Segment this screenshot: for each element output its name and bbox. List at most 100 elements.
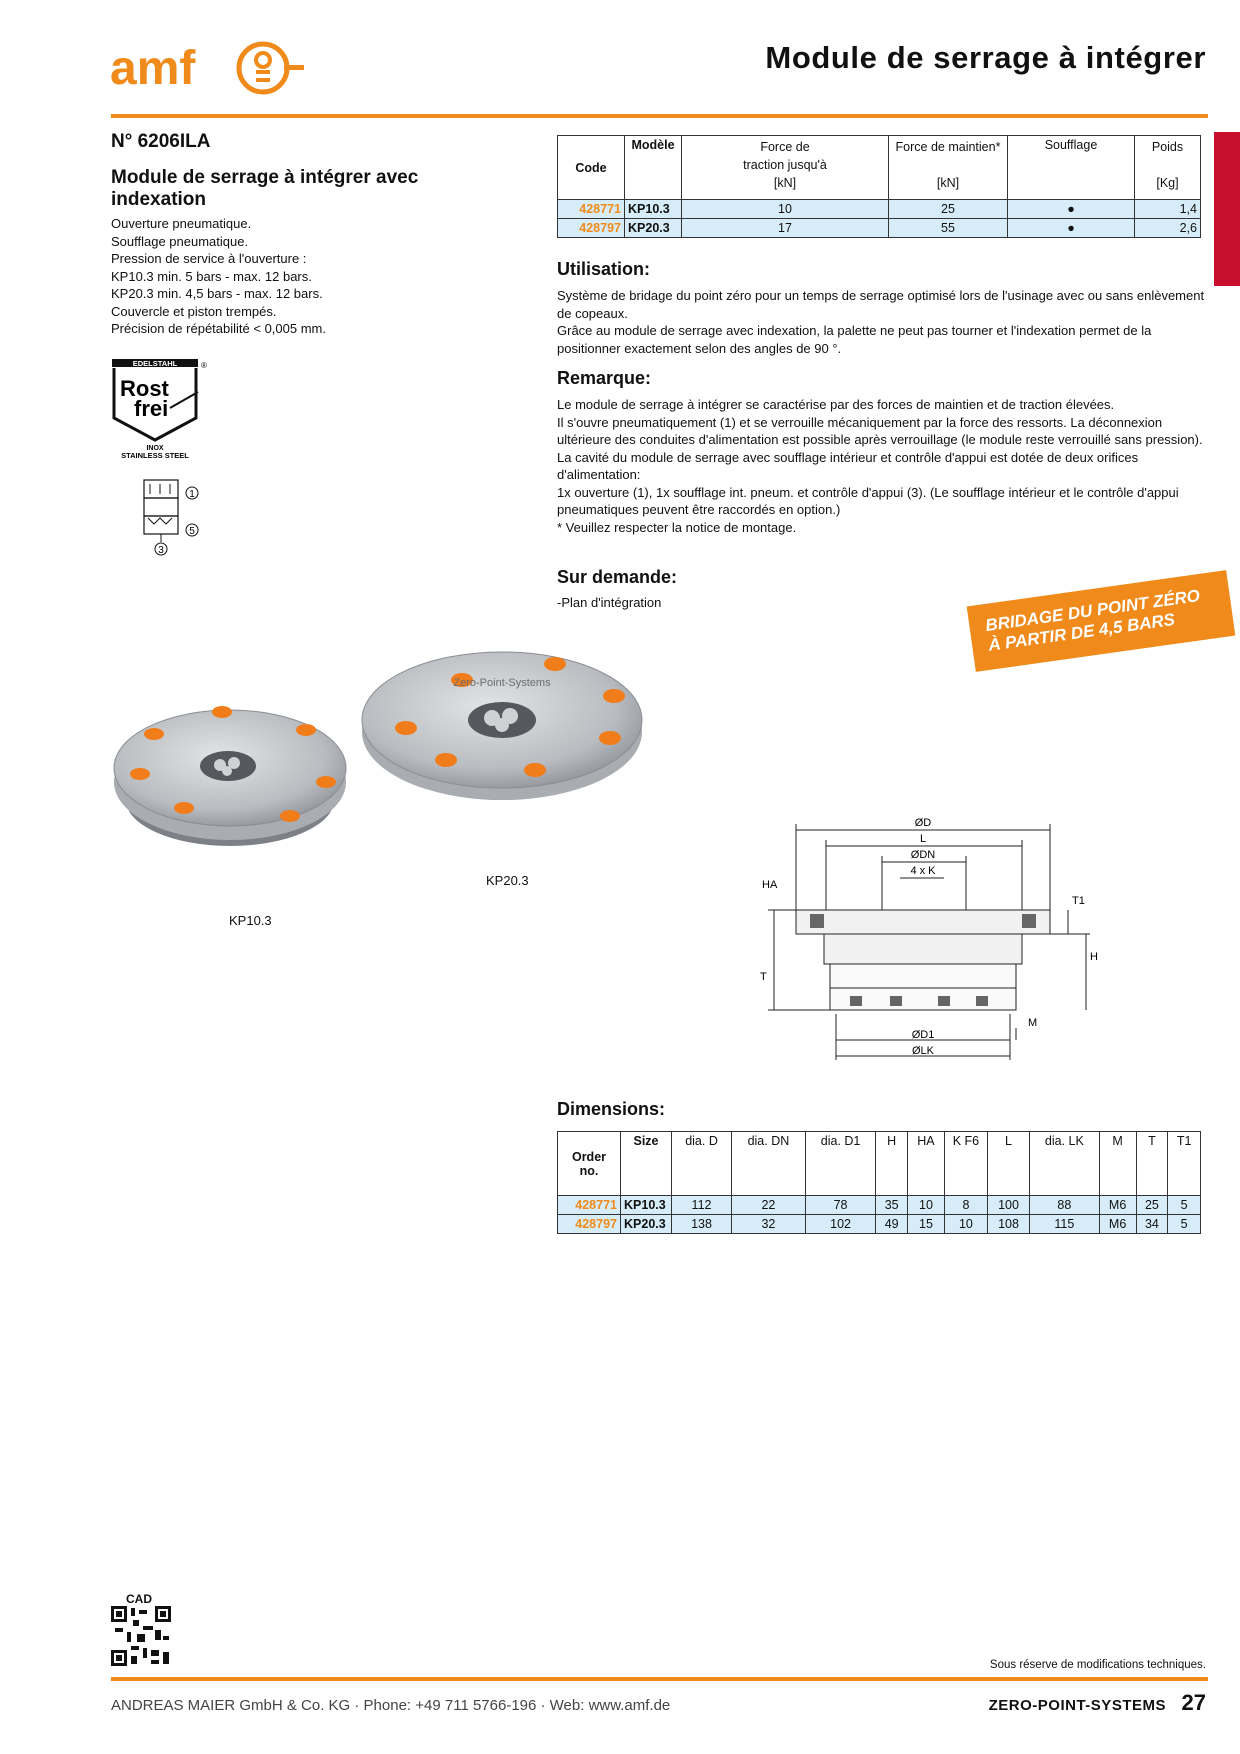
cell: 5 [1167, 1195, 1201, 1215]
remark-paragraph: Le module de serrage à intégrer se carac… [557, 397, 1115, 412]
cell: 32 [731, 1214, 806, 1234]
table-row: 428771 KP10.3 112 22 78 35 10 8 100 88 M… [557, 1195, 1201, 1215]
usage-text: Système de bridage du point zéro pour un… [557, 287, 1207, 357]
cell: 100 [986, 1195, 1031, 1215]
cell: 112 [670, 1195, 733, 1215]
product-subtitle: Module de serrage à intégrer avec indexa… [111, 167, 419, 210]
svg-text:EDELSTAHL: EDELSTAHL [133, 359, 178, 368]
col-t1: T1 [1167, 1131, 1201, 1196]
product-photo: Zero-Point-Systems [110, 640, 650, 900]
row-code[interactable]: 428797 [557, 1214, 621, 1234]
product-number: N° 6206ILA [111, 131, 211, 152]
col-code: Code [557, 135, 625, 200]
svg-text:T1: T1 [1072, 895, 1085, 907]
svg-text:M: M [1028, 1017, 1037, 1029]
spec-table: Code Modèle Force de traction jusqu'à [k… [557, 135, 1201, 238]
footer-rule [111, 1677, 1208, 1681]
pneumatic-schematic-icon: 1 5 3 [140, 478, 210, 558]
svg-text:STAINLESS STEEL: STAINLESS STEEL [121, 451, 189, 460]
col-weight: Poids [Kg] [1134, 135, 1201, 200]
row-model: KP10.3 [624, 199, 682, 219]
cad-qr-code[interactable] [111, 1606, 171, 1666]
col-size: Size [620, 1131, 672, 1196]
section-name: ZERO-POINT-SYSTEMS [988, 1697, 1166, 1714]
col-dia-d: dia. D [670, 1131, 733, 1196]
cell: 138 [670, 1214, 733, 1234]
page-number: 27 [1181, 1690, 1206, 1715]
row-code[interactable]: 428797 [557, 218, 625, 238]
hold-label: Force de maintien* [895, 140, 1001, 154]
cell: 10 [943, 1214, 988, 1234]
svg-text:5: 5 [189, 526, 195, 537]
remark-text: Le module de serrage à intégrer se carac… [557, 396, 1207, 536]
col-l: L [986, 1131, 1031, 1196]
col-dia-lk: dia. LK [1029, 1131, 1100, 1196]
on-demand-title: Sur demande: [557, 567, 678, 587]
force-unit: [kN] [773, 176, 797, 190]
col-hold: Force de maintien* [kN] [888, 135, 1008, 200]
cell: 22 [731, 1195, 806, 1215]
usage-paragraph: Système de bridage du point zéro pour un… [557, 288, 1205, 321]
row-code[interactable]: 428771 [557, 199, 625, 219]
row-hold: 55 [888, 218, 1008, 238]
row-blow: ● [1007, 199, 1135, 219]
remark-paragraph: Il s'ouvre pneumatiquement (1) et se ver… [557, 414, 1203, 448]
dimensions-title: Dimensions: [557, 1099, 666, 1119]
col-m: M [1098, 1131, 1137, 1196]
table-row: 428771 KP10.3 10 25 ● 1,4 [557, 199, 1201, 219]
svg-text:ØDN: ØDN [911, 849, 936, 861]
force-label-a: Force de [760, 140, 810, 154]
svg-text:ØD1: ØD1 [912, 1029, 935, 1041]
feature-item: KP20.3 min. 4,5 bars - max. 12 bars. [111, 286, 323, 301]
cell: 102 [804, 1214, 877, 1234]
page-title: Module de serrage à intégrer [765, 40, 1206, 75]
remark-paragraph: * Veuillez respecter la notice de montag… [557, 519, 797, 535]
force-label-b: traction jusqu'à [743, 158, 827, 172]
col-order: Order no. [557, 1131, 621, 1196]
row-force: 17 [681, 218, 889, 238]
table-row: 428797 KP20.3 138 32 102 49 15 10 108 11… [557, 1214, 1201, 1234]
feature-item: Soufflage pneumatique. [111, 233, 249, 249]
dimensions-table: Order no. Size dia. D dia. DN dia. D1 H … [557, 1131, 1201, 1234]
usage-title: Utilisation: [557, 259, 650, 279]
weight-label: Poids [1151, 140, 1184, 154]
row-force: 10 [681, 199, 889, 219]
svg-text:4 x K: 4 x K [910, 865, 936, 877]
svg-text:L: L [920, 833, 926, 845]
feature-item: KP10.3 min. 5 bars - max. 12 bars. [111, 268, 312, 284]
cad-label: CAD [126, 1592, 152, 1606]
feature-item: Précision de répétabilité < 0,005 mm. [111, 321, 326, 336]
disclaimer: Sous réserve de modifications techniques… [989, 1659, 1206, 1671]
header-rule [111, 114, 1208, 118]
col-model: Modèle [624, 135, 682, 200]
row-weight: 1,4 [1134, 199, 1201, 219]
cell: 35 [875, 1195, 909, 1215]
svg-text:1: 1 [189, 489, 195, 500]
remark-paragraph: La cavité du module de serrage avec souf… [557, 449, 1139, 483]
svg-text:INOX: INOX [146, 445, 163, 452]
svg-text:frei: frei [134, 396, 168, 421]
col-dia-dn: dia. DN [731, 1131, 806, 1196]
col-force: Force de traction jusqu'à [kN] [681, 135, 889, 200]
feature-item: Couvercle et piston trempés. [111, 303, 277, 319]
svg-text:T: T [760, 971, 767, 983]
row-blow: ● [1007, 218, 1135, 238]
col-blow: Soufflage [1007, 135, 1135, 200]
cell: 88 [1029, 1195, 1100, 1215]
technical-drawing: ØD L ØDN 4 x K HA T1 H T M ØD1 ØLK [750, 810, 1120, 1075]
cell: 15 [907, 1214, 945, 1234]
svg-text:Zero-Point-Systems: Zero-Point-Systems [453, 677, 551, 689]
cell: 5 [1167, 1214, 1201, 1234]
row-size: KP20.3 [620, 1214, 672, 1234]
svg-text:3: 3 [158, 545, 164, 556]
cell: 49 [875, 1214, 909, 1234]
label-kp20: KP20.3 [486, 873, 529, 888]
on-demand-text: -Plan d'intégration [557, 595, 662, 610]
col-k: K F6 [943, 1131, 988, 1196]
svg-text:ØD: ØD [915, 817, 932, 829]
row-hold: 25 [888, 199, 1008, 219]
svg-text:Rost: Rost [120, 376, 170, 401]
cell: 34 [1135, 1214, 1169, 1234]
cell: 25 [1135, 1195, 1169, 1215]
row-code[interactable]: 428771 [557, 1195, 621, 1215]
